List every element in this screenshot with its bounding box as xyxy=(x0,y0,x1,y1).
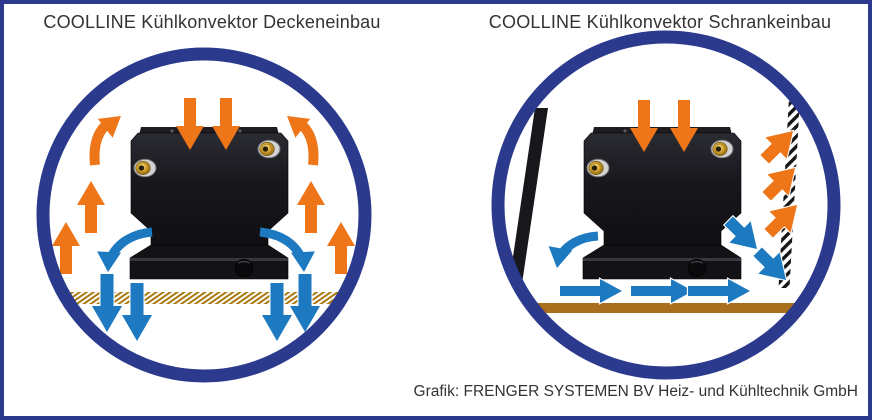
floor-bar xyxy=(504,303,800,313)
convector-unit xyxy=(129,126,289,280)
cabinet-wall xyxy=(506,108,548,304)
cool-air-arrows xyxy=(90,227,322,343)
circle-frame xyxy=(36,47,372,383)
left-diagram-title: COOLLINE Kühlkonvektor Deckeneinbau xyxy=(43,12,381,32)
warm-air-curved-arrows xyxy=(89,121,319,166)
left-diagram-ceiling-installation xyxy=(36,47,372,383)
convector-unit xyxy=(582,126,742,280)
right-diagram-cabinet-installation xyxy=(491,30,841,380)
cool-air-arrows xyxy=(545,209,798,305)
credit-line: Grafik: FRENGER SYSTEMEN BV Heiz- und Kü… xyxy=(413,383,858,400)
right-diagram-title: COOLLINE Kühlkonvektor Schrankeinbau xyxy=(488,12,832,32)
circle-frame xyxy=(491,30,841,380)
